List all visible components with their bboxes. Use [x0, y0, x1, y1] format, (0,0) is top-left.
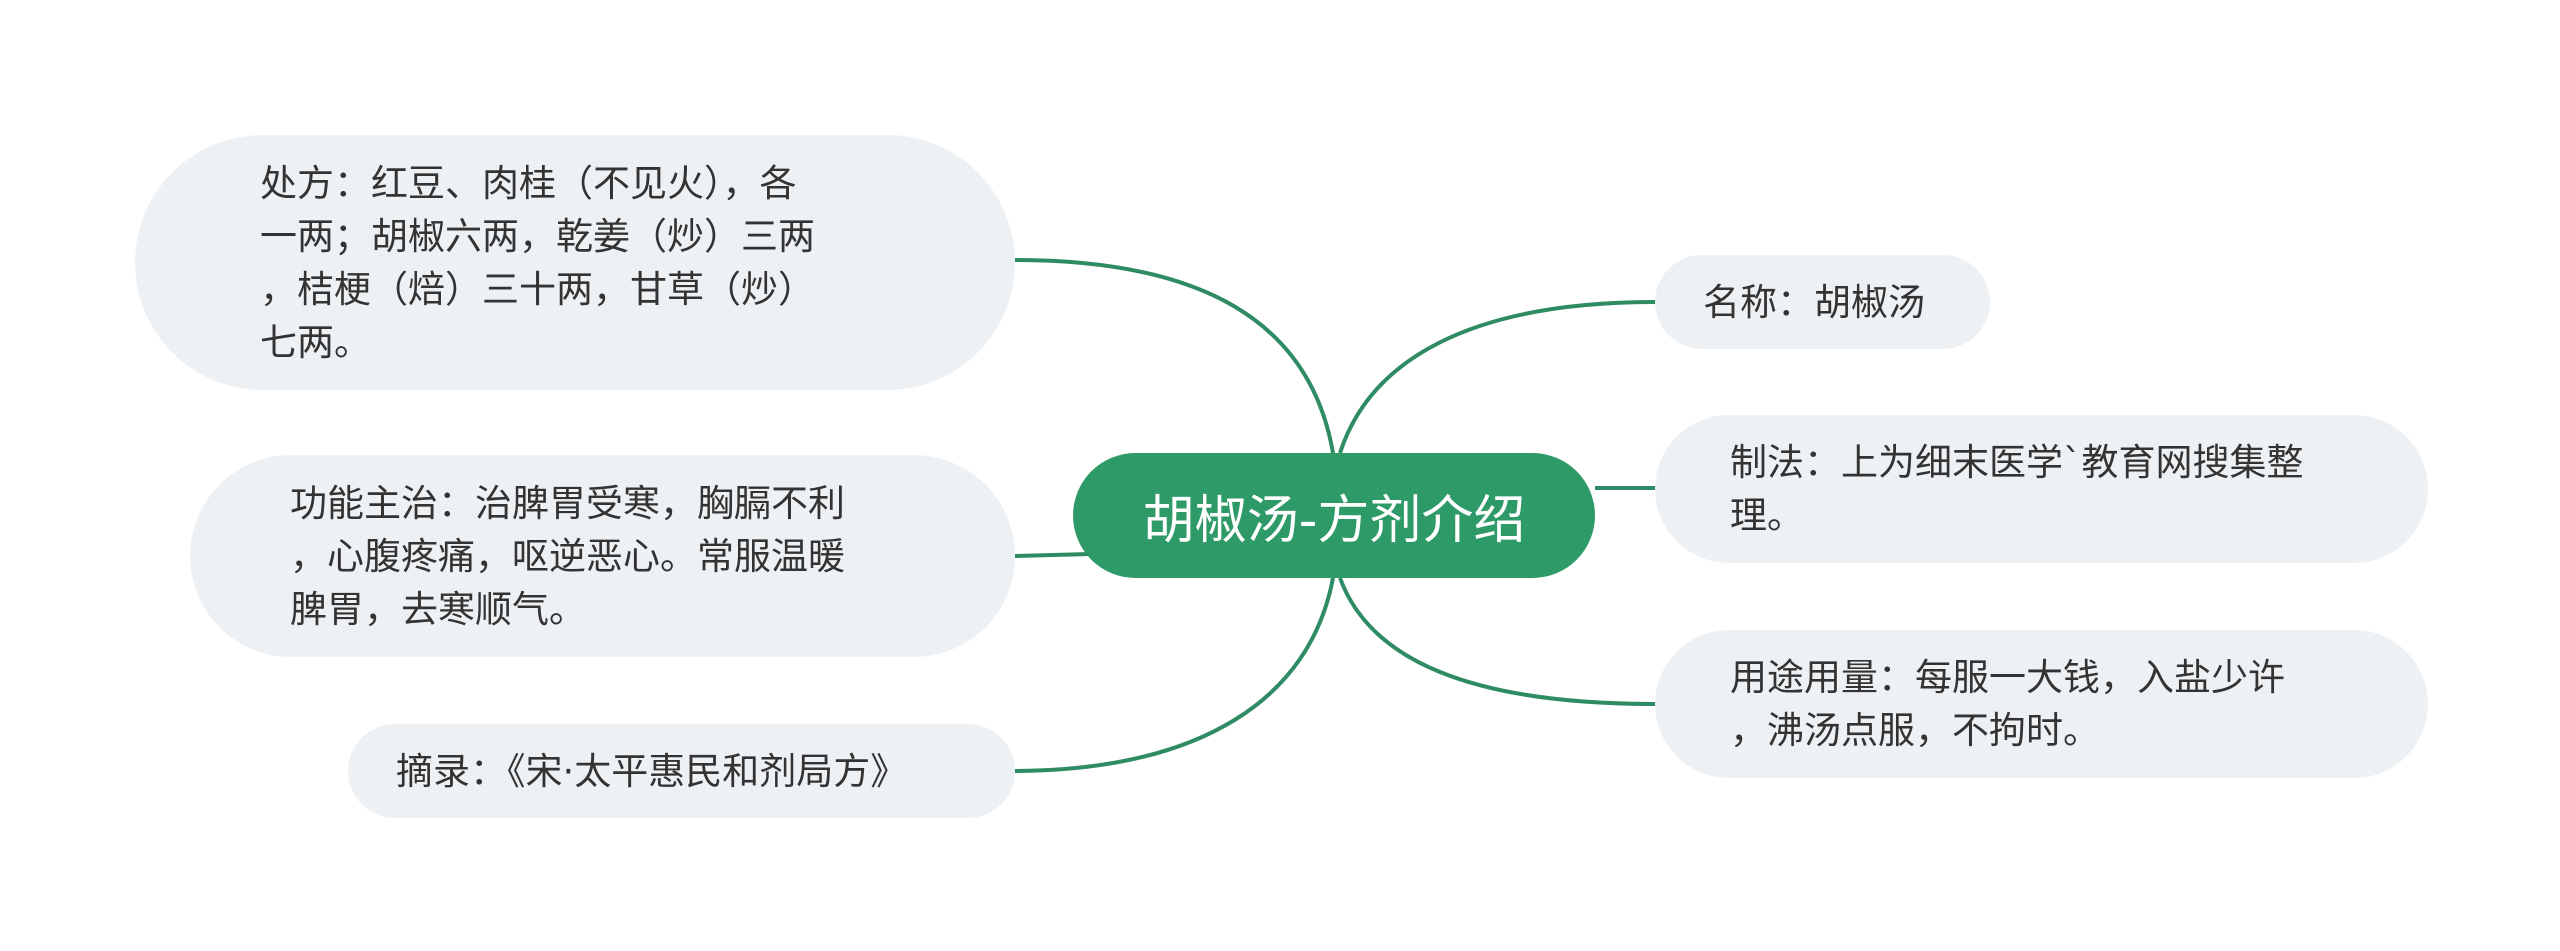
topic-excerpt[interactable]: 摘录：《宋·太平惠民和剂局方》 [348, 724, 1015, 818]
topic-name-label: 名称：胡椒汤 [1703, 280, 1925, 324]
topic-excerpt-label: 摘录：《宋·太平惠民和剂局方》 [396, 749, 908, 793]
topic-function-label: 功能主治：治脾胃受寒，胸膈不利 ，心腹疼痛，呕逆恶心。常服温暖 脾胃，去寒顺气。 [290, 481, 845, 631]
central-topic[interactable]: 胡椒汤-方剂介绍 [1073, 453, 1595, 578]
link-name [1338, 300, 1656, 454]
central-topic-label: 胡椒汤-方剂介绍 [1142, 491, 1526, 551]
link-function [1014, 552, 1091, 558]
topic-method[interactable]: 制法：上为细末医学`教育网搜集整 理。 [1655, 415, 2428, 563]
topic-method-label: 制法：上为细末医学`教育网搜集整 理。 [1730, 441, 2304, 537]
topic-usage[interactable]: 用途用量：每服一大钱，入盐少许 ，沸汤点服，不拘时。 [1655, 630, 2428, 778]
topic-name[interactable]: 名称：胡椒汤 [1655, 255, 1990, 349]
link-prescription [1014, 258, 1335, 454]
link-usage [1338, 577, 1656, 706]
topic-usage-label: 用途用量：每服一大钱，入盐少许 ，沸汤点服，不拘时。 [1730, 656, 2285, 752]
link-excerpt [1014, 577, 1335, 773]
topic-prescription[interactable]: 处方：红豆、肉桂（不见火），各 一两；胡椒六两，乾姜（炒）三两 ，桔梗（焙）三十… [135, 135, 1015, 390]
topic-function[interactable]: 功能主治：治脾胃受寒，胸膈不利 ，心腹疼痛，呕逆恶心。常服温暖 脾胃，去寒顺气。 [190, 455, 1015, 657]
topic-prescription-label: 处方：红豆、肉桂（不见火），各 一两；胡椒六两，乾姜（炒）三两 ，桔梗（焙）三十… [260, 161, 815, 364]
